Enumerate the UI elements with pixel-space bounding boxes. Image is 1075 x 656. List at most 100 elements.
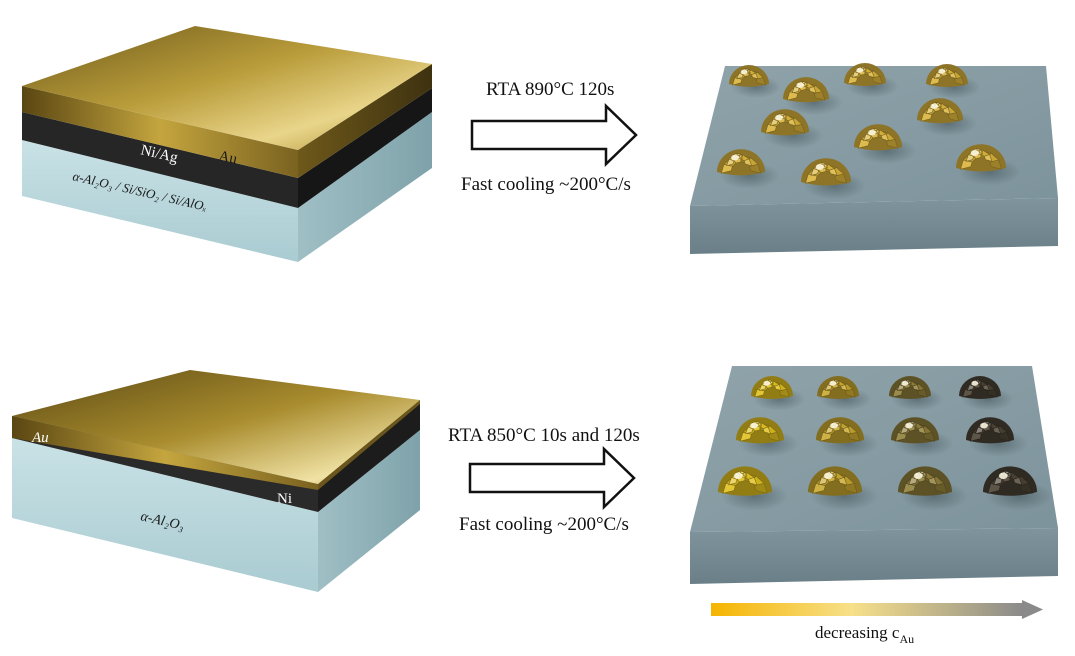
particle-facet bbox=[922, 472, 928, 477]
particle-highlight bbox=[980, 422, 988, 429]
bottom-process: RTA 850°C 10s and 120s Fast cooling ~200… bbox=[448, 425, 640, 535]
bottom-layer-stack: Au Ni α-Al₂O₃ bbox=[12, 370, 420, 592]
nanoparticle bbox=[983, 466, 1054, 511]
particle-highlight bbox=[750, 422, 758, 429]
particle-facet bbox=[928, 477, 938, 486]
bottom-particle-slab bbox=[690, 366, 1058, 584]
particle-facet bbox=[848, 431, 861, 442]
au-layer-side bbox=[298, 64, 432, 178]
nanoparticle bbox=[956, 144, 1021, 186]
nanoparticle bbox=[729, 65, 781, 98]
au-wedge-side bbox=[318, 400, 420, 490]
gradient-bar bbox=[711, 603, 1023, 616]
particle-facet bbox=[917, 388, 928, 398]
particle-facet bbox=[1013, 477, 1023, 486]
nanoparticle bbox=[889, 376, 944, 411]
particle-facet bbox=[992, 426, 1002, 435]
particle-highlight bbox=[775, 114, 783, 121]
top-process-arrow bbox=[470, 103, 638, 167]
particle-highlight bbox=[868, 129, 876, 136]
particle-facet bbox=[774, 384, 782, 391]
particle-facet bbox=[838, 477, 848, 486]
ni-ag-layer-side bbox=[298, 88, 432, 208]
particle-facet bbox=[840, 384, 848, 391]
particle-highlight bbox=[815, 164, 824, 170]
particle-facet bbox=[982, 384, 990, 391]
particle-facet bbox=[978, 149, 984, 154]
top-cooling-label: Fast cooling ~200°C/s bbox=[461, 174, 631, 195]
particle-highlight bbox=[905, 422, 913, 429]
particle-facet bbox=[862, 67, 867, 72]
particle-facet bbox=[880, 133, 890, 142]
particle-facet bbox=[942, 107, 951, 115]
particle-facet bbox=[832, 472, 838, 477]
bottom-particles bbox=[718, 376, 1054, 511]
particle-facet bbox=[949, 72, 957, 79]
top-rta-label: RTA 890°C 120s bbox=[486, 79, 614, 100]
particle-facet bbox=[907, 380, 912, 385]
nanoparticle bbox=[783, 77, 843, 116]
particle-facet bbox=[755, 77, 766, 86]
particle-facet bbox=[751, 72, 759, 80]
particle-facet bbox=[813, 91, 826, 101]
particle-facet bbox=[998, 431, 1011, 442]
top-particles bbox=[717, 63, 1021, 200]
particle-facet bbox=[769, 380, 774, 385]
particle-facet bbox=[875, 129, 880, 134]
film-top-bottom bbox=[12, 370, 420, 484]
particle-facet bbox=[989, 159, 1002, 170]
particle-facet bbox=[872, 75, 883, 85]
particle-facet bbox=[748, 477, 758, 486]
particle-facet bbox=[779, 388, 790, 398]
au-layer-front bbox=[22, 86, 298, 178]
au-layer-top bbox=[22, 26, 432, 150]
particle-highlight bbox=[930, 103, 938, 109]
au-label-bottom: Au bbox=[31, 430, 49, 446]
particle-highlight bbox=[938, 68, 946, 74]
nanoparticle bbox=[761, 109, 824, 149]
particle-highlight bbox=[998, 472, 1008, 480]
particle-highlight bbox=[731, 154, 739, 161]
substrate-front-bottom bbox=[12, 438, 318, 592]
top-particle-slab bbox=[690, 63, 1058, 254]
particle-facet bbox=[834, 173, 847, 184]
particle-facet bbox=[912, 422, 917, 427]
particle-facet bbox=[823, 163, 829, 168]
particle-facet bbox=[947, 112, 960, 122]
nanoparticle bbox=[817, 376, 872, 411]
ni-label: Ni bbox=[277, 491, 292, 507]
nanoparticle bbox=[736, 417, 799, 457]
gradient-bar-arrowhead bbox=[1022, 600, 1043, 619]
particle-facet bbox=[983, 154, 993, 162]
particle-facet bbox=[793, 123, 806, 134]
particle-facet bbox=[954, 76, 965, 86]
particle-facet bbox=[835, 380, 840, 385]
particle-facet bbox=[912, 384, 920, 391]
particle-facet bbox=[1019, 483, 1033, 494]
film-side bbox=[318, 400, 420, 512]
bottom-slab-front bbox=[690, 528, 1058, 584]
particle-facet bbox=[808, 86, 817, 94]
particle-highlight bbox=[796, 82, 804, 88]
top-layer-stack: Au Ni/Ag α-Al₂O₃ / Si/SiO₂ / Si/AlOₓ bbox=[22, 26, 432, 262]
particle-facet bbox=[845, 388, 856, 398]
particle-facet bbox=[886, 138, 899, 149]
particle-highlight bbox=[830, 422, 838, 429]
particle-facet bbox=[944, 68, 949, 73]
gradient-label-subscript: Au bbox=[899, 632, 914, 646]
nanoparticle bbox=[898, 466, 969, 511]
particle-facet bbox=[742, 472, 748, 477]
particle-facet bbox=[1007, 472, 1013, 477]
nanoparticle bbox=[966, 417, 1029, 457]
particle-facet bbox=[762, 426, 772, 435]
particle-facet bbox=[867, 71, 875, 78]
nanoparticle bbox=[891, 417, 954, 457]
particle-facet bbox=[746, 69, 751, 73]
nanoparticle bbox=[926, 64, 981, 99]
au-label-top: Au bbox=[217, 148, 239, 168]
particle-facet bbox=[828, 168, 838, 176]
particle-facet bbox=[844, 483, 858, 494]
particle-facet bbox=[937, 102, 942, 108]
au-wedge-front bbox=[12, 416, 318, 490]
